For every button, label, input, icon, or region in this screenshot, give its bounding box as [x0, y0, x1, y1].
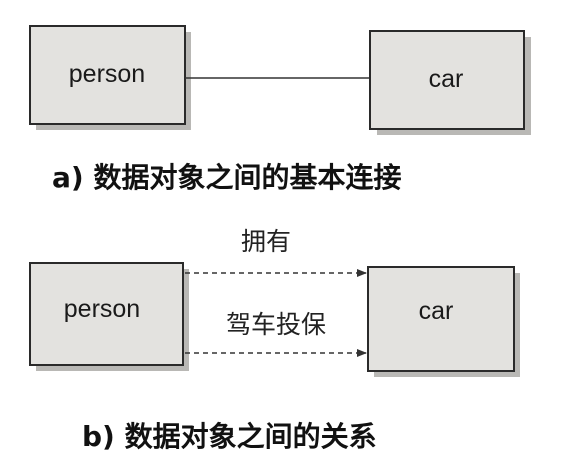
part-a-caption: a) 数据对象之间的基本连接: [52, 161, 401, 194]
part-b-caption: b) 数据对象之间的关系: [82, 420, 377, 453]
part-a-right-entity-label: car: [429, 65, 464, 93]
part-a-left-entity-box: [29, 25, 186, 125]
part-a-left-entity-shadow-side: [183, 32, 191, 130]
part-b-left-entity: person: [29, 262, 189, 371]
part-b-left-entity-box: [29, 262, 184, 366]
part-a-left-entity-label: person: [69, 60, 145, 88]
part-b-left-entity-shadow-side: [181, 269, 189, 371]
part-a-right-entity: car: [369, 30, 531, 135]
part-b-right-entity-shadow-side: [512, 273, 520, 377]
part-b-left-entity-label: person: [64, 295, 140, 323]
part-a-right-entity-box: [369, 30, 525, 130]
part-b-edge-label-top: 拥有: [241, 227, 291, 256]
part-b-right-entity-box: [367, 266, 515, 372]
part-b-right-entity-label: car: [419, 297, 454, 325]
part-a-right-entity-shadow-side: [523, 37, 531, 135]
part-b-right-entity: car: [367, 266, 520, 377]
part-a-left-entity: person: [29, 25, 191, 130]
part-b-edge-label-bottom: 驾车投保: [226, 310, 326, 339]
